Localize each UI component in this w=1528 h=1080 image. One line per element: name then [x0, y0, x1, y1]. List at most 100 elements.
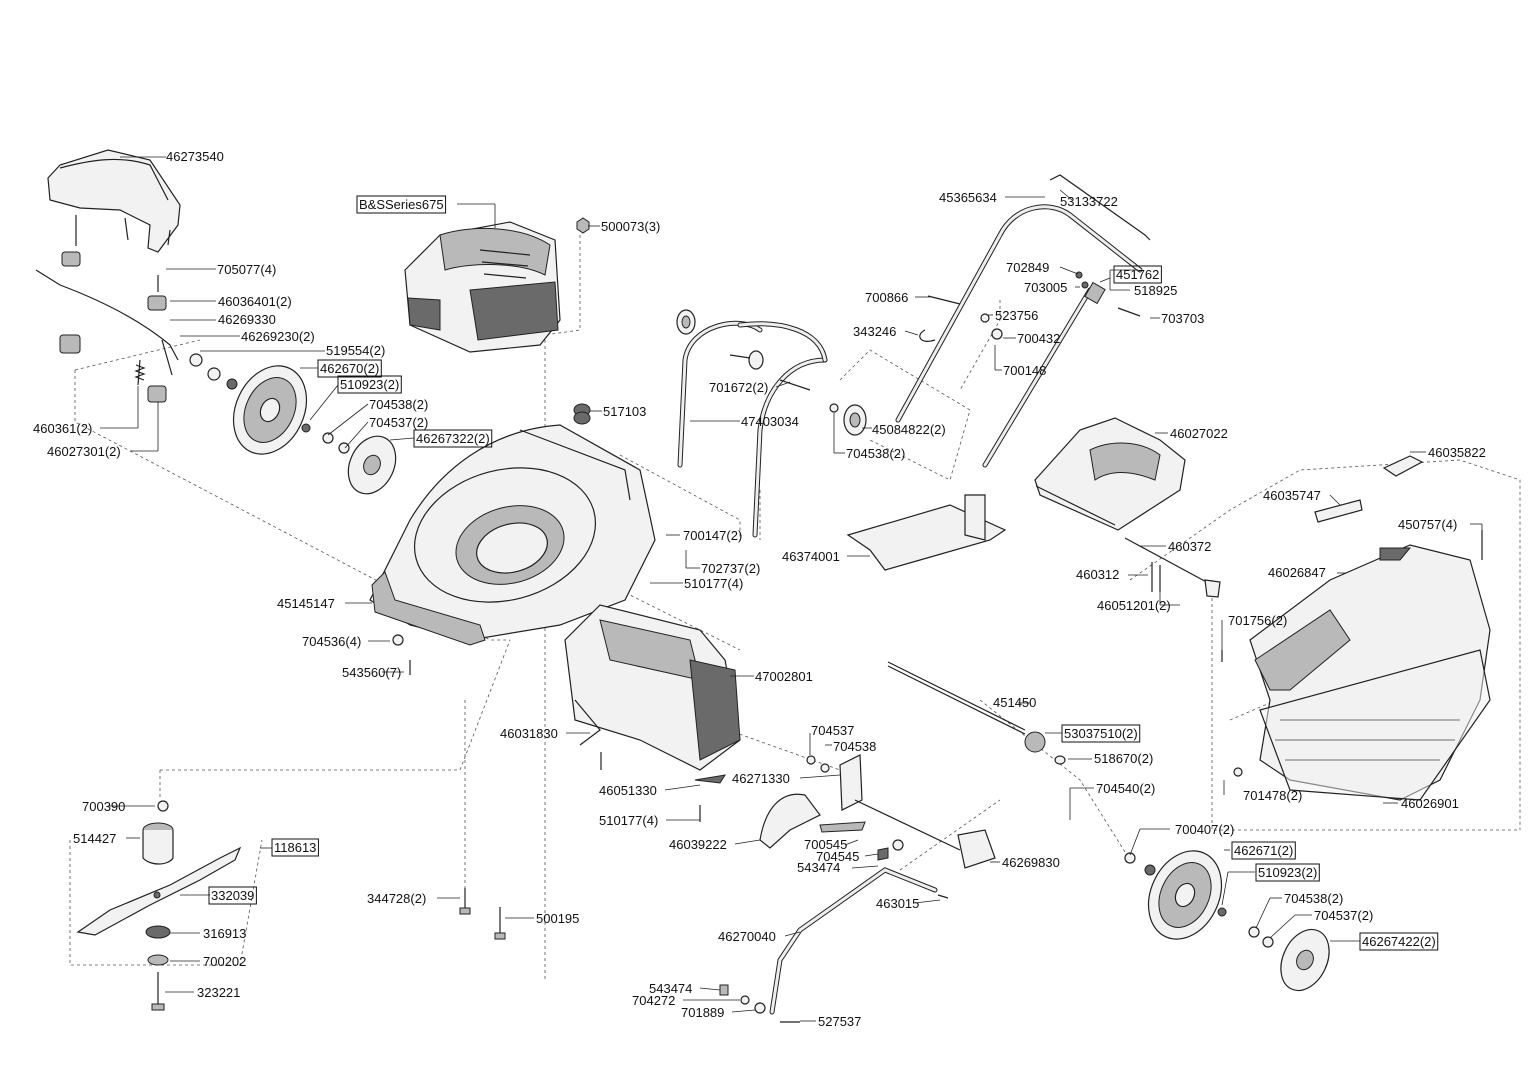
part-label: 450757(4) [1398, 517, 1457, 532]
grommet-517103 [573, 403, 591, 425]
lower-handle [676, 309, 867, 538]
part-label-box [1359, 932, 1439, 951]
part-label: 46270040 [718, 929, 776, 944]
part-label: 53037510(2) [1064, 726, 1138, 741]
part-label: 517103 [603, 404, 646, 419]
part-label: 702849 [1006, 260, 1049, 275]
part-label-box [271, 838, 319, 857]
part-label: 46269330 [218, 312, 276, 327]
part-label: 704540(2) [1096, 781, 1155, 796]
part-label: 701672(2) [709, 380, 768, 395]
part-label: 700148 [1003, 363, 1046, 378]
part-label: 46026901 [1401, 796, 1459, 811]
part-label: 510177(4) [684, 576, 743, 591]
part-label: 451762 [1116, 267, 1159, 282]
part-label: 543474 [649, 981, 692, 996]
part-label: 518925 [1134, 283, 1177, 298]
rear-flap-cover [47, 149, 181, 253]
part-label: 700202 [203, 954, 246, 969]
part-label-box [1061, 724, 1141, 743]
leader-lines [100, 156, 1483, 1022]
part-label: 704272 [632, 993, 675, 1008]
part-label: 460372 [1168, 539, 1211, 554]
part-label: 704538 [833, 739, 876, 754]
part-label: 46031830 [500, 726, 558, 741]
rear-wheel-right [1124, 850, 1274, 948]
part-label: 705077(4) [217, 262, 276, 277]
part-label-box [317, 359, 382, 378]
hubcap-left [347, 435, 397, 495]
part-label: 700545 [804, 837, 847, 852]
part-label: 463015 [876, 896, 919, 911]
part-label: 527537 [818, 1014, 861, 1029]
part-label: 46051201(2) [1097, 598, 1171, 613]
part-label: 460361(2) [33, 421, 92, 436]
part-label: 46027301(2) [47, 444, 121, 459]
mower-deck [369, 424, 656, 675]
part-label: 700866 [865, 290, 908, 305]
part-label: 46267322(2) [416, 431, 490, 446]
height-adjust-assembly [759, 754, 996, 869]
rear-axle-451450 [887, 661, 1026, 735]
part-label: 47403034 [741, 414, 799, 429]
bushing-53037510 [1024, 731, 1066, 765]
part-label: 510177(4) [599, 813, 658, 828]
part-label: 46035822 [1428, 445, 1486, 460]
part-label: 701478(2) [1243, 788, 1302, 803]
part-label: 704538(2) [846, 446, 905, 461]
part-label: 462671(2) [1234, 843, 1293, 858]
part-label: 46027022 [1170, 426, 1228, 441]
part-label: 510923(2) [1258, 865, 1317, 880]
part-label: 316913 [203, 926, 246, 941]
part-label: 704545 [816, 849, 859, 864]
part-label: 543560(7) [342, 665, 401, 680]
part-label: 700407(2) [1175, 822, 1234, 837]
part-label-box [337, 375, 402, 394]
part-label: 700432 [1017, 331, 1060, 346]
part-label: 45084822(2) [872, 422, 946, 437]
part-label: 332039 [211, 888, 254, 903]
part-label: 46269830 [1002, 855, 1060, 870]
part-label: 500195 [536, 911, 579, 926]
part-label-box [413, 429, 493, 448]
rod-460372 [1124, 537, 1221, 598]
part-label: 704537(2) [369, 415, 428, 430]
part-label: 46035747 [1263, 488, 1321, 503]
blade-assembly [76, 800, 242, 1011]
part-label: 518670(2) [1094, 751, 1153, 766]
part-label: B&SSeries675 [359, 197, 444, 212]
part-label: 704537(2) [1314, 908, 1373, 923]
part-label-box [1231, 841, 1296, 860]
part-label: 460312 [1076, 567, 1119, 582]
part-label: 45365634 [939, 190, 997, 205]
part-label: 343246 [853, 324, 896, 339]
part-label: 704536(4) [302, 634, 361, 649]
part-label-box [356, 195, 447, 214]
hubcap-right [1280, 928, 1330, 992]
part-label: 702737(2) [701, 561, 760, 576]
part-label: 543474 [797, 860, 840, 875]
height-lever-46270040 [719, 867, 949, 1023]
part-label: 700147(2) [683, 528, 742, 543]
part-label: 704537 [811, 723, 854, 738]
engine-nut-500073 [576, 217, 590, 234]
cable-clip-parts [35, 215, 179, 403]
part-label: 46269230(2) [241, 329, 315, 344]
part-label: 46026847 [1268, 565, 1326, 580]
upper-handle [895, 174, 1151, 468]
part-label-box [208, 886, 257, 905]
part-label: 701756(2) [1228, 613, 1287, 628]
part-label-box [1113, 265, 1162, 284]
part-label: 46273540 [166, 149, 224, 164]
part-label: 118613 [274, 840, 316, 855]
part-label: 323221 [197, 985, 240, 1000]
part-label: 700390 [82, 799, 125, 814]
part-label: 46271330 [732, 771, 790, 786]
deflector-46374001 [846, 494, 1007, 571]
part-label: 46374001 [782, 549, 840, 564]
part-label: 46036401(2) [218, 294, 292, 309]
engine [404, 221, 561, 353]
grassbox [1221, 455, 1491, 801]
rear-chute-housing [564, 604, 741, 822]
